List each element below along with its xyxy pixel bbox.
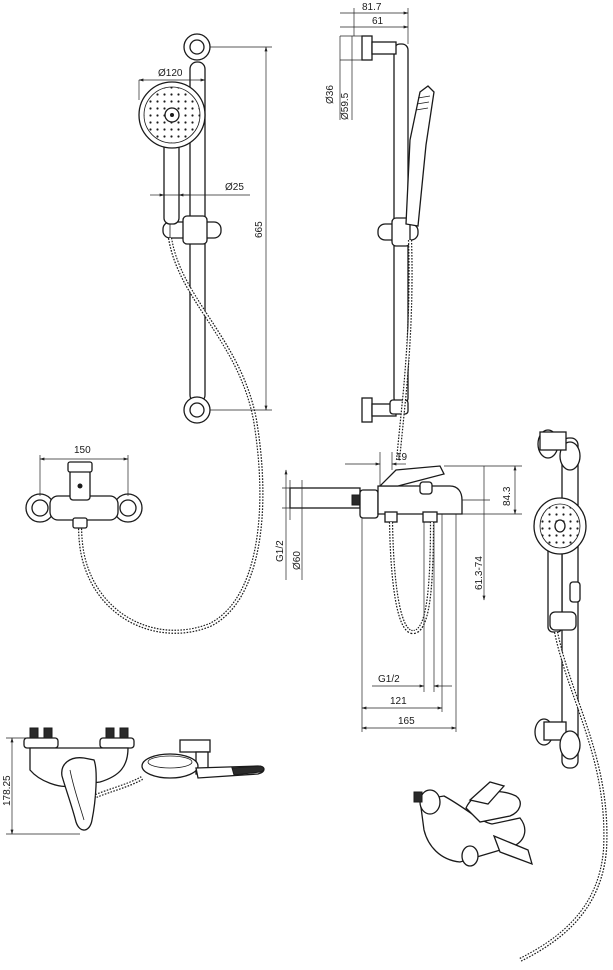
perspective-hose [519, 631, 608, 962]
dim-plan-height-label: 178.25 [2, 775, 13, 806]
dim-mixer-width: 150 [39, 445, 129, 496]
dim-mixer-inlet: G1/2 Ø60 [275, 469, 303, 580]
dim-plan-height: 178.25 [2, 737, 80, 835]
dim-rail-height-label: 665 [254, 221, 265, 238]
dim-side-depth: 81.7 61 [340, 2, 409, 44]
side-hose [395, 239, 413, 461]
front-mixer [25, 461, 143, 529]
side-hand-shower [405, 85, 435, 227]
dim-mixer-flange-label: Ø60 [292, 551, 303, 570]
dim-mixer-adjust: 61.3-74 [462, 466, 490, 601]
dim-side-bracket: Ø36 Ø59.5 [325, 35, 362, 120]
dim-mixer-thread-bottom-label: G1/2 [378, 674, 400, 685]
dim-mixer-spout-offset-label: 19 [396, 452, 408, 463]
front-hand-shower [138, 81, 206, 225]
dim-side-bracket-large-label: Ø59.5 [340, 92, 351, 120]
dim-side-depth-total-label: 81.7 [362, 2, 382, 13]
dim-head-diameter-label: Ø120 [158, 68, 183, 79]
plan-shower-head [141, 739, 265, 779]
plan-mixer [23, 727, 135, 831]
side-slider-bracket [377, 217, 419, 247]
front-slider-bracket [162, 215, 222, 245]
front-view: Ø120 Ø25 665 150 [25, 33, 272, 634]
mixer-side-hose [388, 521, 435, 635]
mixer-side-view: 19 84.3 G1/2 Ø60 61.3-74 [275, 452, 522, 732]
side-view: 81.7 61 Ø36 Ø59.5 [325, 2, 435, 461]
plan-hose [95, 776, 144, 798]
dim-mixer-width-label: 150 [74, 445, 91, 456]
dim-mixer-length-mid-label: 121 [390, 696, 407, 707]
perspective-shower [533, 497, 587, 633]
dim-hose-diameter: Ø25 [150, 182, 250, 197]
perspective-mixer [413, 781, 533, 867]
mixer-side-body [289, 465, 463, 523]
dim-mixer-height-label: 84.3 [502, 486, 513, 506]
dim-side-depth-rail-label: 61 [372, 16, 384, 27]
front-shower-hose [77, 237, 264, 634]
dim-mixer-thread-left-label: G1/2 [275, 540, 286, 562]
perspective-view [413, 429, 608, 962]
dim-mixer-lengths: G1/2 121 165 [361, 514, 457, 732]
dim-mixer-spout-offset: 19 [345, 452, 408, 486]
dim-rail-height: 665 [210, 46, 272, 411]
plan-view: 178.25 [2, 727, 265, 835]
dim-mixer-adjust-label: 61.3-74 [474, 556, 485, 590]
dim-mixer-length-total-label: 165 [398, 716, 415, 727]
dim-mixer-height: 84.3 [444, 465, 522, 515]
dim-head-diameter: Ø120 [138, 68, 206, 100]
dim-hose-diameter-label: Ø25 [225, 182, 244, 193]
dim-side-bracket-small-label: Ø36 [325, 85, 336, 104]
